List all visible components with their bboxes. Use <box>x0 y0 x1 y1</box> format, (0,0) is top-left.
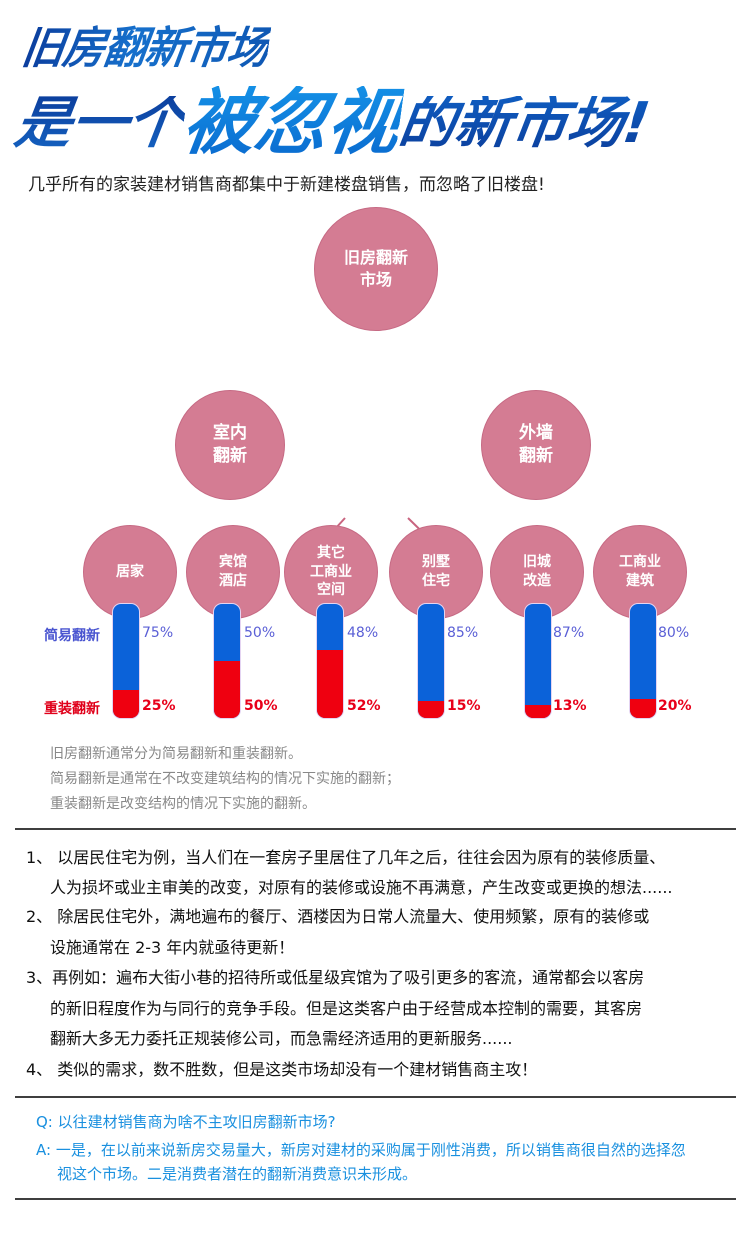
node-villa: 别墅 住宅 <box>389 525 483 619</box>
note-line-1: 旧房翻新通常分为简易翻新和重装翻新。 <box>50 746 302 762</box>
node-old-town: 旧城 改造 <box>490 525 584 619</box>
note-line-2: 简易翻新是通常在不改变建筑结构的情况下实施的翻新； <box>50 771 400 787</box>
node-commercial-building: 工商业 建筑 <box>593 525 687 619</box>
pct-heavy-other: 52% <box>347 698 381 714</box>
bar-home <box>113 604 139 718</box>
node-hotel: 宾馆 酒店 <box>186 525 280 619</box>
legend-heavy-renovation: 重装翻新 <box>44 701 100 717</box>
bar-hotel <box>214 604 240 718</box>
bar-fill-heavy <box>525 705 551 718</box>
paragraph-3-line-1: 3、再例如：遍布大街小巷的招待所或低星级宾馆为了吸引更多的客流，通常都会以客房 <box>26 968 645 987</box>
node-other-commercial-label: 其它 工商业 空间 <box>310 544 352 599</box>
paragraph-3-line-2: 的新旧程度作为与同行的竞争手段。但是这类客户由于经营成本控制的需要，其客房 <box>50 999 643 1018</box>
pct-simple-other: 48% <box>347 625 379 641</box>
divider-top <box>15 828 736 830</box>
bar-fill-heavy <box>418 700 444 718</box>
pct-simple-villa: 85% <box>447 625 479 641</box>
legend-simple-renovation: 简易翻新 <box>44 628 100 644</box>
bar-old-town <box>525 604 551 718</box>
node-home: 居家 <box>83 525 177 619</box>
node-root: 旧房翻新 市场 <box>314 207 438 331</box>
node-commercial-building-label: 工商业 建筑 <box>619 554 661 589</box>
subtitle: 几乎所有的家装建材销售商都集中于新建楼盘销售，而忽略了旧楼盘! <box>28 175 545 195</box>
headline-part-1: 是一个 <box>11 91 189 156</box>
pct-simple-hotel: 50% <box>244 625 276 641</box>
headline-line-1: 旧房翻新市场 <box>18 22 273 74</box>
paragraph-1-line-2: 人为损坏或业主审美的改变，对原有的装修或设施不再满意，产生改变或更换的想法...… <box>50 878 673 897</box>
bar-other-commercial <box>317 604 343 718</box>
bar-fill-heavy <box>317 649 343 718</box>
node-interior: 室内 翻新 <box>175 390 285 500</box>
headline-emphasis: 被忽视 <box>177 80 406 164</box>
paragraph-3-line-3: 翻新大多无力委托正规装修公司，而急需经济适用的更新服务...... <box>50 1029 513 1048</box>
node-home-label: 居家 <box>116 563 144 580</box>
pct-heavy-hotel: 50% <box>244 698 278 714</box>
paragraph-4-line-1: 4、 类似的需求，数不胜数，但是这类市场却没有一个建材销售商主攻！ <box>26 1060 538 1079</box>
bar-fill-heavy <box>630 698 656 718</box>
divider-middle <box>15 1096 736 1098</box>
paragraph-1-line-1: 1、 以居民住宅为例，当人们在一套房子里居住了几年之后，往往会因为原有的装修质量… <box>26 848 666 867</box>
headline-line-2: 是一个 被忽视 的新市场! <box>11 78 656 164</box>
bar-fill-heavy <box>214 661 240 718</box>
node-other-commercial: 其它 工商业 空间 <box>284 525 378 619</box>
pct-simple-oldtown: 87% <box>553 625 585 641</box>
node-exterior: 外墙 翻新 <box>481 390 591 500</box>
answer-line-2: 视这个市场。二是消费者潜在的翻新消费意识未形成。 <box>57 1165 418 1183</box>
bar-villa <box>418 604 444 718</box>
divider-bottom <box>15 1198 736 1200</box>
node-villa-label: 别墅 住宅 <box>422 554 450 589</box>
bar-fill-heavy <box>113 689 139 718</box>
pct-heavy-oldtown: 13% <box>553 698 587 714</box>
pct-simple-home: 75% <box>142 625 174 641</box>
paragraph-2-line-1: 2、 除居民住宅外，满地遍布的餐厅、酒楼因为日常人流量大、使用频繁，原有的装修或 <box>26 907 650 926</box>
node-old-town-label: 旧城 改造 <box>523 554 551 589</box>
pct-simple-commercial: 80% <box>658 625 690 641</box>
pct-heavy-commercial: 20% <box>658 698 692 714</box>
pct-heavy-villa: 15% <box>447 698 481 714</box>
node-hotel-label: 宾馆 酒店 <box>219 554 247 589</box>
note-line-3: 重装翻新是改变结构的情况下实施的翻新。 <box>50 796 316 812</box>
answer-line-1: A: 一是，在以前来说新房交易量大，新房对建材的采购属于刚性消费，所以销售商很自… <box>36 1141 686 1159</box>
node-exterior-label: 外墙 翻新 <box>519 423 553 466</box>
question: Q: 以往建材销售商为啥不主攻旧房翻新市场? <box>36 1113 336 1131</box>
node-interior-label: 室内 翻新 <box>213 423 247 466</box>
bar-commercial-building <box>630 604 656 718</box>
paragraph-2-line-2: 设施通常在 2-3 年内就亟待更新！ <box>50 938 295 957</box>
pct-heavy-home: 25% <box>142 698 176 714</box>
headline-part-2: 的新市场! <box>395 91 654 156</box>
node-root-label: 旧房翻新 市场 <box>343 248 408 289</box>
